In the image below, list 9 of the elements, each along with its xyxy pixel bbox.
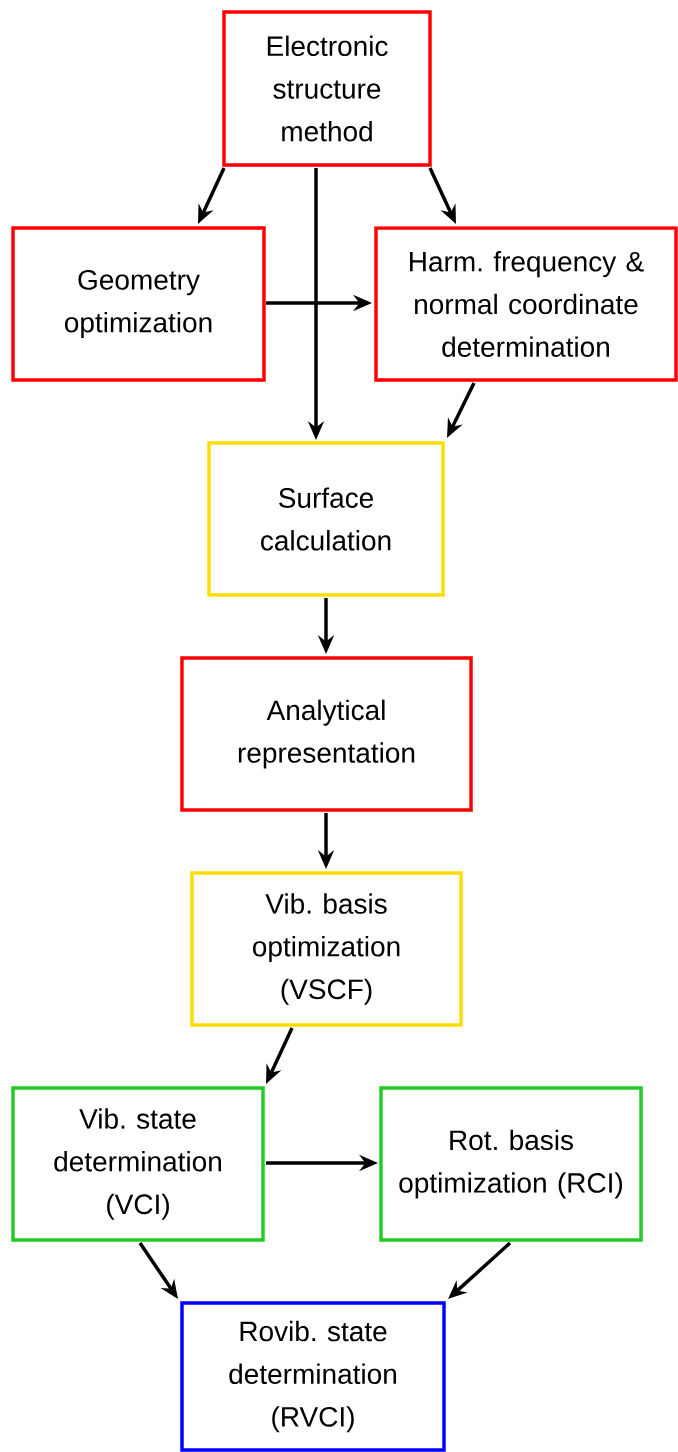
process-box: Vib. basis optimization (VSCF)	[190, 871, 463, 1027]
process-box: Rot. basis optimization (RCI)	[379, 1086, 643, 1242]
process-box: Geometry optimization	[11, 226, 266, 382]
process-box: Electronic structure method	[222, 10, 432, 167]
process-box: Vib. state determination (VCI)	[11, 1086, 265, 1242]
process-box: Rovib. state determination (RVCI)	[180, 1301, 446, 1452]
process-box: Analytical representation	[180, 656, 473, 812]
process-box: Harm. frequency & normal coordinate determination	[374, 226, 678, 382]
process-box: Surface calculation	[207, 441, 445, 597]
